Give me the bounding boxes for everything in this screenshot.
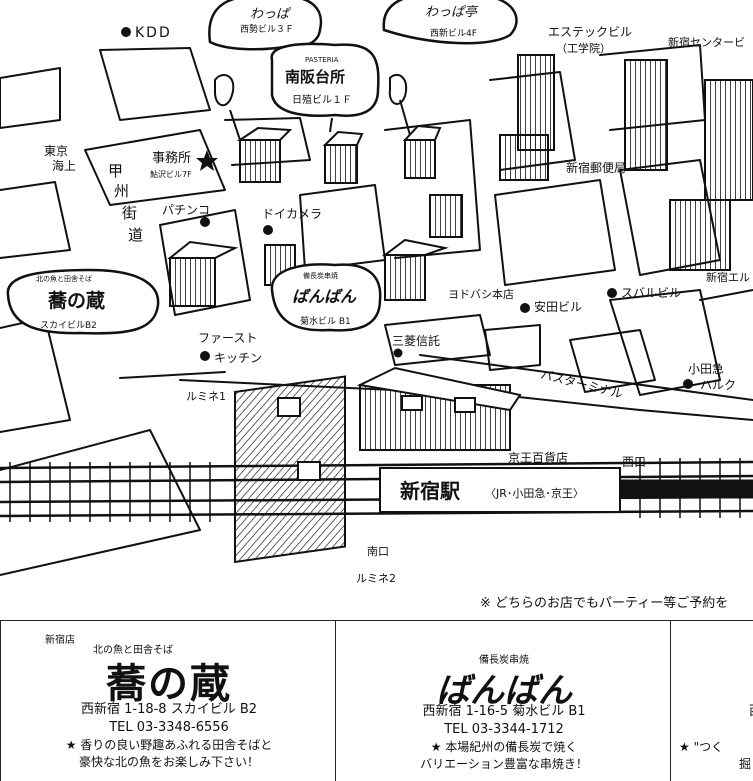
location-dots [121,27,693,389]
railway-tracks [0,460,753,518]
pasteria-name: 南阪台所 [285,68,345,86]
panel-address: 西 [749,703,753,721]
station-name: 新宿駅 [400,479,460,503]
label-doi-camera: ドイカメラ [262,207,322,221]
track-ties [9,458,741,522]
reservation-note: ※ どちらのお店でもパーティー等ご予約を [480,596,729,611]
panel-address: 西新宿 1-16-5 菊水ビル B1 [422,704,586,719]
bubble-tails [214,73,411,141]
panel-logo: ばんばん [436,671,572,711]
label-office: 事務所 [152,151,191,166]
label-lumine1: ルミネ1 [186,390,226,403]
panel-tel: TEL 03-3348-6556 [109,720,229,735]
left-card-building: スカイビルB2 [40,320,97,331]
left-card-logo: 蕎の蔵 [48,289,105,312]
panel-logo-small: 備長炭串焼 [479,655,529,666]
bubble-logo-1: わっぱ [250,7,292,22]
pasteria-sub: PASTERIA [305,56,339,64]
label-shinjuku-center: 新宿センタービ [668,35,745,49]
bubble-building-1: 西勢ビル３Ｆ [240,23,294,35]
label-kdd: KDD [135,25,172,41]
panel-logo: 蕎の蔵 [106,660,232,707]
left-card-small: 北の魚と田舎そば [36,274,92,283]
shop-panel-third: 西 ★ "つく 掘 [670,620,753,781]
shop-panel-banban: 備長炭串焼 ばんばん 西新宿 1-16-5 菊水ビル B1 TEL 03-334… [335,620,671,781]
label-estec: エステックビル [548,25,632,39]
office-star-icon [196,150,218,171]
restaurant-bubbles [6,0,518,335]
label-first-1: ファースト [198,331,257,345]
label-post-office: 新宿郵便局 [566,160,626,175]
bubble-building-2: 西新ビル4F [430,27,477,39]
shinjuku-area-map: KDD わっぱ 西勢ビル３Ｆ わっぱ亭 西新ビル4F PASTERIA 南阪台所… [0,0,753,585]
mid-card-building: 菊水ビル B1 [300,315,351,327]
label-office-building: 鮎沢ビル7F [150,169,192,179]
panel-desc-1: ★ 本場紀州の備長炭で焼く [430,740,578,754]
panel-desc-2: バリエーション豊富な串焼き！ [420,757,588,771]
building-sketches [167,54,753,564]
panel-desc-2: 豪快な北の魚をお楽しみ下さい！ [78,755,259,769]
label-tokyo-kaijo-1: 東京 [44,144,68,158]
label-bus-terminal: バスターミナル [539,367,624,401]
label-halc: ハルク [700,378,736,392]
label-south-exit: 南口 [367,545,389,558]
label-shinjuku-l: 新宿エル [706,270,750,284]
panel-address: 西新宿 1-18-8 スカイビル B2 [80,702,258,717]
label-koshu-1: 甲 [108,162,123,180]
panel-desc-1: ★ 香りの良い野趣あふれる田舎そばと [65,738,273,752]
label-keio-dept: 京王百貨店 [508,450,568,465]
label-first-2: キッチン [214,351,262,365]
label-lumine2: ルミネ2 [356,572,396,585]
shop-panel-sobanokura: 新宿店 北の魚と田舎そば 蕎の蔵 西新宿 1-18-8 スカイビル B2 TEL… [0,620,336,781]
panel-desc-2: 掘 [739,757,752,771]
label-tokyo-kaijo-2: 海上 [52,158,76,173]
label-koshu-4: 道 [128,226,143,244]
panel-desc-1: ★ "つく [679,740,724,754]
label-yodobashi: ヨドバシ本店 [448,287,514,301]
pasteria-building: 日殖ビル１Ｆ [292,93,352,106]
label-koshu-3: 街 [122,204,137,222]
mid-card-logo: ばんばん [292,287,357,306]
label-mitsubishi: 三菱信託 [392,333,440,348]
station-lines: 〈JR･小田急･京王〉 [485,486,584,500]
label-koshu-2: 州 [114,182,129,200]
label-west-exit: 西口 [622,455,646,469]
bubble-logo-2: わっぱ亭 [425,5,479,20]
label-odakyu: 小田急 [688,361,724,376]
label-kogakuin: （工学院） [556,41,611,55]
mid-card-small: 備長炭串焼 [303,271,338,280]
panel-tel: TEL 03-3344-1712 [444,722,564,737]
panel-logo-small: 北の魚と田舎そば [93,645,173,656]
label-pachinko: パチンコ [162,203,210,217]
label-subaru: スバルビル [621,286,681,300]
label-yasuda: 安田ビル [534,299,582,314]
panel-branch-label: 新宿店 [45,635,75,646]
